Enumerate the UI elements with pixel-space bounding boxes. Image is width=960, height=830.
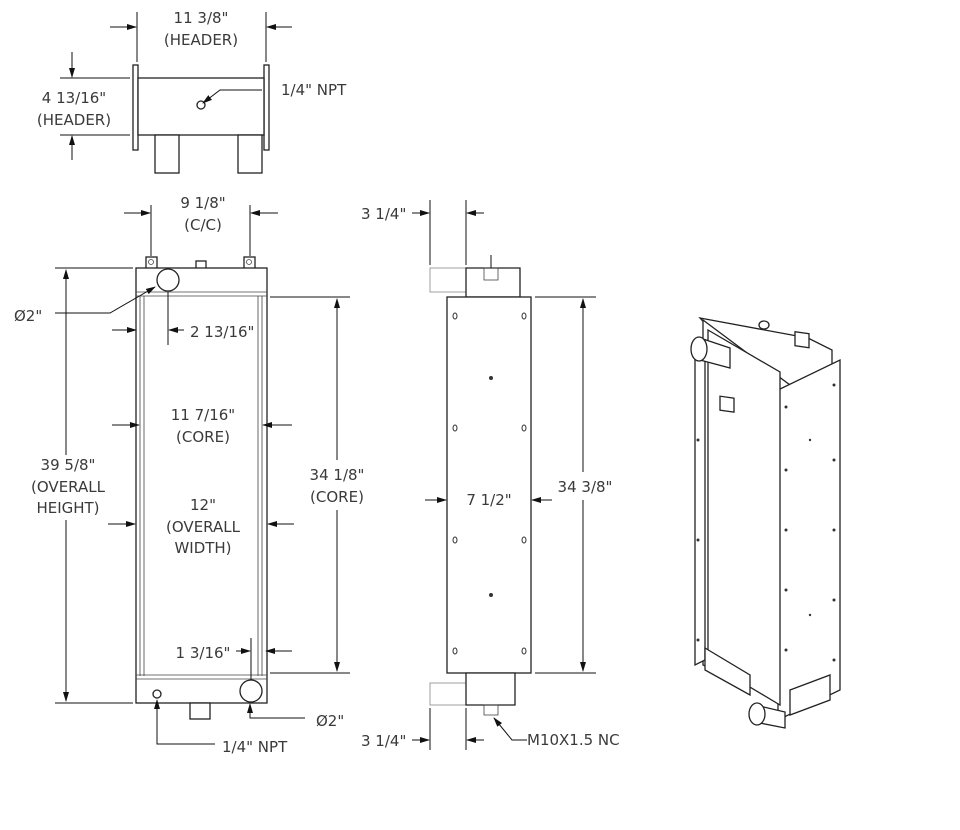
cc-note: (C/C) [184, 216, 222, 234]
overall-height-note1: (OVERALL [31, 478, 106, 496]
front-view: 9 1/8" (C/C) 39 5/8" (OVERALL HEIGHT) Ø2… [14, 194, 364, 756]
overall-height-note2: HEIGHT) [36, 499, 99, 517]
header-width-label: 11 3/8" [174, 9, 229, 27]
core-width-note: (CORE) [176, 428, 230, 446]
core-height-label: 34 1/8" [310, 466, 365, 484]
top-offset-label: 3 1/4" [361, 205, 406, 223]
overall-width-note2: WIDTH) [174, 539, 231, 557]
thread-label: M10X1.5 NC [527, 731, 620, 749]
bottom-offset-label: 3 1/4" [361, 732, 406, 750]
inlet-offset-label: 2 13/16" [190, 323, 254, 341]
core-height-note: (CORE) [310, 488, 364, 506]
header-height-note: (HEADER) [37, 111, 111, 129]
drain-port-label: 1/4" NPT [222, 738, 288, 756]
inlet-dia-label: Ø2" [14, 307, 42, 325]
cc-label: 9 1/8" [180, 194, 225, 212]
outlet-dia-label: Ø2" [316, 712, 344, 730]
inlet-icon [156, 268, 180, 292]
header-height-label: 4 13/16" [42, 89, 106, 107]
outlet-offset-label: 1 3/16" [176, 644, 231, 662]
top-view: 11 3/8" (HEADER) 4 13/16" (HEADER) 1/4" … [37, 9, 347, 174]
drain-port-icon [152, 689, 162, 699]
overall-height-label: 39 5/8" [41, 456, 96, 474]
side-view: 3 1/4" 7 1/2" 34 3/8" 3 1/4" M10X1.5 NC [361, 200, 620, 750]
isometric-view [690, 317, 841, 729]
top-port-label: 1/4" NPT [281, 81, 347, 99]
outlet-icon [239, 679, 263, 703]
header-width-note: (HEADER) [164, 31, 238, 49]
overall-width-note1: (OVERALL [166, 518, 241, 536]
core-width-label: 11 7/16" [171, 406, 235, 424]
overall-width-label: 12" [190, 496, 216, 514]
height-label: 34 3/8" [558, 478, 613, 496]
depth-label: 7 1/2" [466, 491, 511, 509]
